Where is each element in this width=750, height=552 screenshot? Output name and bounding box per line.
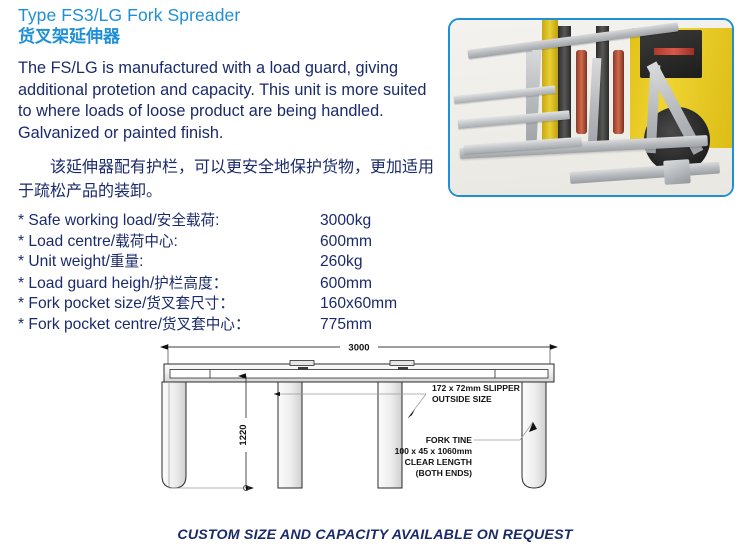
spec-row: * Fork pocket centre/货叉套中心： 775mm <box>18 312 448 333</box>
drawing-fork-tine-1 <box>161 381 187 489</box>
annotation-fork-line4: (BOTH ENDS) <box>416 468 472 478</box>
spec-value: 3000kg <box>320 212 372 229</box>
spreader-base-beam <box>569 161 721 184</box>
spec-value: 600mm <box>320 232 372 250</box>
annotation-slipper-line1: 172 x 72mm SLIPPER <box>432 383 521 393</box>
forklift-hydraulic-cylinder-right <box>613 50 624 134</box>
forklift-mast-rail-right <box>596 26 609 144</box>
page-title-block: Type FS3/LG Fork Spreader 货叉架延伸器 <box>18 5 438 48</box>
spec-row: * Load centre/载荷中心: 600mm <box>18 230 448 251</box>
spec-row: * Safe working load/安全载荷: 3000kg <box>18 209 448 230</box>
spec-value: 260kg <box>320 253 363 270</box>
spreader-fork-tine-1 <box>453 85 556 104</box>
product-photo-image <box>450 20 732 195</box>
annotation-slipper-line2: OUTSIDE SIZE <box>432 394 492 404</box>
spec-value: 160x60mm <box>320 295 398 312</box>
product-photo-panel <box>448 18 734 197</box>
spec-label: * Fork pocket centre/货叉套中心： <box>18 315 251 333</box>
spreader-foot-block <box>663 159 691 185</box>
spec-label: * Load guard heigh/护栏高度： <box>18 274 229 292</box>
drawing-fork-tine-2 <box>277 381 303 489</box>
description-english: The FS/LG is manufactured with a load gu… <box>18 59 427 142</box>
forklift-warning-strip <box>654 48 694 55</box>
spec-row: * Load guard heigh/护栏高度： 600mm <box>18 271 448 292</box>
spec-value: 775mm <box>320 315 372 333</box>
annotation-fork-line1: FORK TINE <box>426 435 473 445</box>
page-title-chinese: 货叉架延伸器 <box>18 27 120 47</box>
dimension-height-label: 1220 <box>238 424 249 445</box>
description-chinese: 该延伸器配有护栏，可以更安全地保护货物，更加适用于疏松产品的装卸。 <box>18 157 435 200</box>
spec-row: * Fork pocket size/货叉套尺寸： 160x60mm <box>18 291 448 312</box>
spec-value: 600mm <box>320 274 372 292</box>
annotation-fork-line3: CLEAR LENGTH <box>405 457 472 467</box>
spec-label: * Fork pocket size/货叉套尺寸： <box>18 295 235 312</box>
page-title-english: Type FS3/LG Fork Spreader <box>18 5 241 25</box>
footer-caption: CUSTOM SIZE AND CAPACITY AVAILABLE ON RE… <box>177 527 573 543</box>
drawing-fork-tine-3 <box>377 381 403 489</box>
spec-label: * Load centre/载荷中心: <box>18 232 178 250</box>
dimension-width-label: 3000 <box>348 343 369 354</box>
drawing-fork-tine-4 <box>521 381 547 489</box>
spec-row: * Unit weight/重量: 260kg <box>18 250 448 271</box>
technical-drawing-svg: 3000 1220 172 x 72mm SLIPPER <box>159 343 559 491</box>
spec-label: * Safe working load/安全载荷: <box>18 212 220 229</box>
specification-list: * Safe working load/安全载荷: 3000kg * Load … <box>18 209 448 333</box>
forklift-hydraulic-cylinder-left <box>576 50 587 134</box>
spec-label: * Unit weight/重量: <box>18 253 144 270</box>
annotation-fork-line2: 100 x 45 x 1060mm <box>395 446 473 456</box>
technical-drawing: 3000 1220 172 x 72mm SLIPPER <box>150 336 580 516</box>
